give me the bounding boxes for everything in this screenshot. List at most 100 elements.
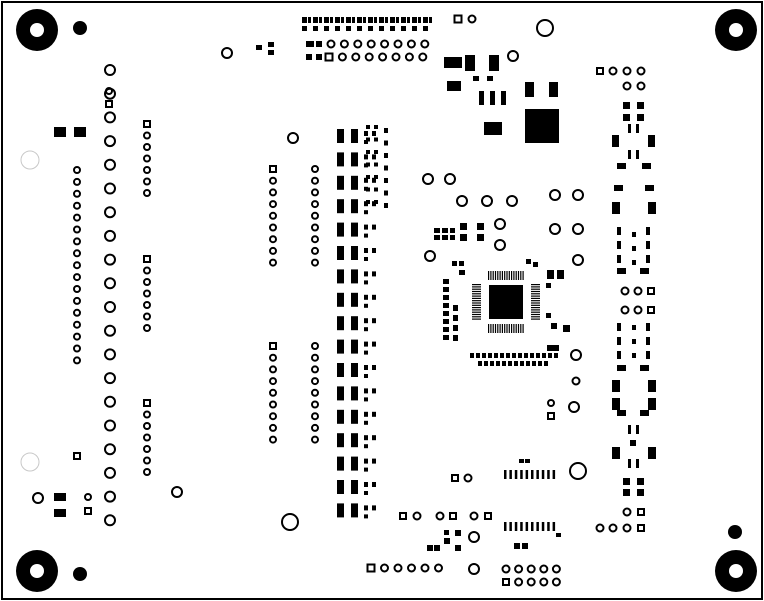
smd-pad	[316, 41, 322, 47]
dip-pin	[311, 365, 319, 374]
smd-pad	[617, 410, 626, 416]
smd-pad	[337, 175, 344, 190]
smd-pad	[372, 248, 376, 253]
via-pad	[572, 189, 584, 201]
smd-pad	[268, 42, 274, 47]
header-pin	[406, 39, 416, 49]
smd-pad	[306, 54, 312, 60]
smd-pad	[487, 76, 493, 81]
square-pad	[449, 512, 457, 520]
square-pad	[637, 524, 645, 532]
smd-pad	[374, 175, 378, 179]
via-pad	[412, 511, 422, 521]
smd-pad	[628, 459, 631, 468]
qfp-pin	[531, 304, 540, 306]
qfp-pin	[499, 271, 501, 280]
smd-pad	[443, 303, 449, 308]
via-pad	[549, 223, 561, 235]
smd-pad	[536, 353, 540, 358]
smd-pad	[453, 315, 458, 321]
header-pin-1	[324, 52, 334, 62]
smd-pad	[531, 470, 534, 479]
smd-pad	[617, 227, 621, 235]
smd-pad	[372, 505, 376, 511]
smd-pad	[357, 17, 362, 23]
qfp-pin	[531, 284, 540, 286]
dip-pin	[311, 353, 319, 362]
smd-pad	[351, 386, 358, 401]
square-pad	[451, 474, 459, 482]
qfp-pin	[515, 271, 517, 280]
via-pad	[507, 50, 519, 62]
qfp-pin	[497, 324, 499, 333]
fiducial-top-left	[73, 21, 87, 35]
via-pad	[407, 563, 416, 573]
header-pin	[393, 39, 403, 49]
qfp-ic-body	[489, 285, 523, 319]
header-pin	[73, 332, 81, 341]
via-pad	[444, 173, 456, 185]
smd-pad	[648, 202, 656, 214]
qfp-pin	[531, 302, 540, 304]
smd-pad	[549, 82, 558, 97]
smd-pad	[501, 91, 506, 105]
smd-pad	[484, 361, 488, 366]
dip-pin	[311, 388, 319, 397]
header-pin	[467, 14, 477, 24]
header-pin	[143, 143, 151, 151]
header-pin	[143, 131, 151, 140]
smd-pad	[538, 361, 542, 366]
smd-pad	[434, 228, 440, 233]
dip-pin	[311, 223, 319, 232]
header-pin	[339, 39, 349, 49]
smd-pad	[364, 397, 368, 402]
smd-pad	[313, 26, 318, 31]
smd-pad	[351, 433, 358, 448]
middle-dip-group	[269, 165, 319, 444]
smd-pad	[525, 109, 559, 143]
qfp-pin	[472, 318, 481, 320]
smd-pad	[256, 45, 262, 50]
smd-pad	[372, 365, 376, 370]
smd-pad	[74, 127, 86, 137]
header-pin	[104, 253, 116, 266]
smd-pad	[429, 17, 432, 23]
smd-pad	[372, 411, 376, 417]
smd-pad	[372, 131, 376, 136]
smd-pad	[384, 190, 388, 196]
smd-pad	[364, 350, 368, 355]
via-pad	[551, 577, 561, 587]
via-pad	[420, 563, 430, 573]
via-pad	[526, 564, 536, 574]
smd-pad	[612, 202, 620, 214]
smd-pad	[372, 435, 376, 441]
dip-pin	[269, 435, 277, 444]
header-pin	[73, 213, 81, 222]
qfp-pin	[492, 324, 494, 333]
smd-pad	[337, 316, 344, 331]
smd-pad	[364, 257, 368, 261]
header-pin-1	[596, 67, 604, 75]
smd-pad	[337, 129, 344, 143]
square-pad	[647, 306, 655, 314]
header-pin	[73, 249, 81, 258]
smd-pad	[518, 353, 522, 358]
header-pin	[73, 356, 81, 365]
square-pad	[399, 512, 407, 520]
smd-pad	[630, 440, 636, 446]
smd-pad	[337, 433, 344, 448]
via-pad	[636, 81, 646, 91]
via-pad	[622, 523, 632, 533]
via-pad	[608, 523, 618, 533]
smd-pad	[401, 26, 406, 31]
smd-pad	[396, 17, 399, 23]
smd-pad	[541, 470, 545, 479]
smd-pad	[612, 447, 620, 459]
via-pad	[171, 486, 183, 498]
header-pin	[104, 324, 116, 337]
qfp-pin	[531, 309, 540, 311]
smd-pad	[423, 26, 428, 31]
smd-pad	[351, 222, 358, 237]
